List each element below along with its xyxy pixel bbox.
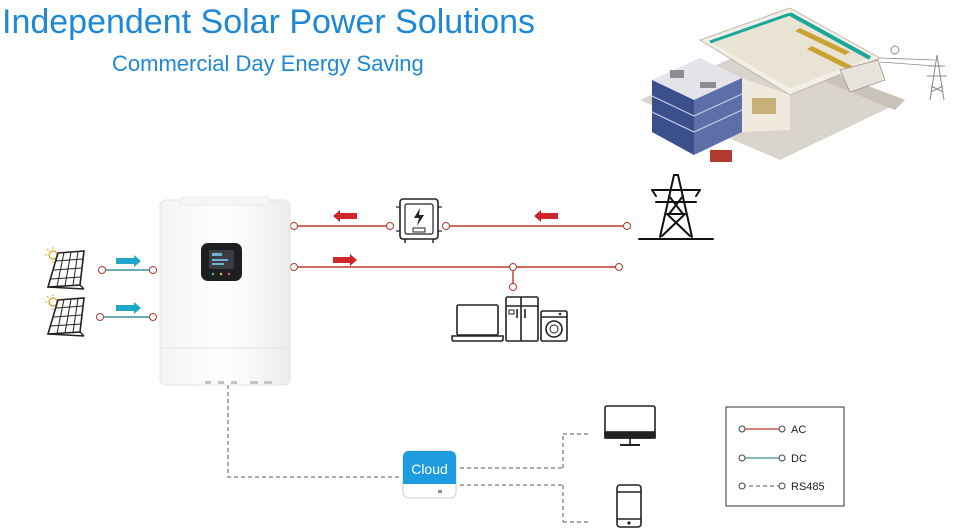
power-tower-icon — [638, 174, 714, 240]
legend: AC DC RS485 — [725, 406, 845, 507]
laptop-icon — [451, 304, 504, 342]
ac-line-load-output — [290, 254, 623, 291]
solar-panel-icon — [45, 247, 85, 290]
monitor-icon — [604, 405, 656, 446]
commercial-building-icon — [640, 7, 947, 162]
washing-machine-icon — [540, 310, 568, 342]
cloud-label: Cloud — [411, 461, 448, 477]
dc-line-panel-1 — [98, 266, 157, 274]
page-subtitle: Commercial Day Energy Saving — [112, 51, 424, 76]
refrigerator-icon — [505, 296, 539, 342]
legend-label-rs485: RS485 — [791, 481, 825, 493]
distribution-box-icon — [396, 198, 442, 243]
solar-panel-icon — [45, 294, 85, 337]
legend-item-rs485: RS485 — [738, 481, 825, 493]
smartphone-icon — [616, 484, 642, 528]
inverter-display-icon — [201, 243, 242, 281]
legend-label-dc: DC — [791, 453, 807, 465]
dc-arrows — [116, 255, 141, 314]
legend-item-ac: AC — [738, 424, 806, 436]
legend-label-ac: AC — [791, 424, 806, 436]
rs485-lines — [227, 385, 588, 523]
ac-line-grid-input — [290, 210, 631, 230]
dc-line-panel-2 — [96, 313, 157, 321]
inverter-icon — [159, 196, 291, 386]
cloud-device-icon: Cloud — [402, 450, 457, 499]
page-title: Independent Solar Power Solutions — [2, 3, 536, 41]
legend-item-dc: DC — [738, 453, 807, 465]
